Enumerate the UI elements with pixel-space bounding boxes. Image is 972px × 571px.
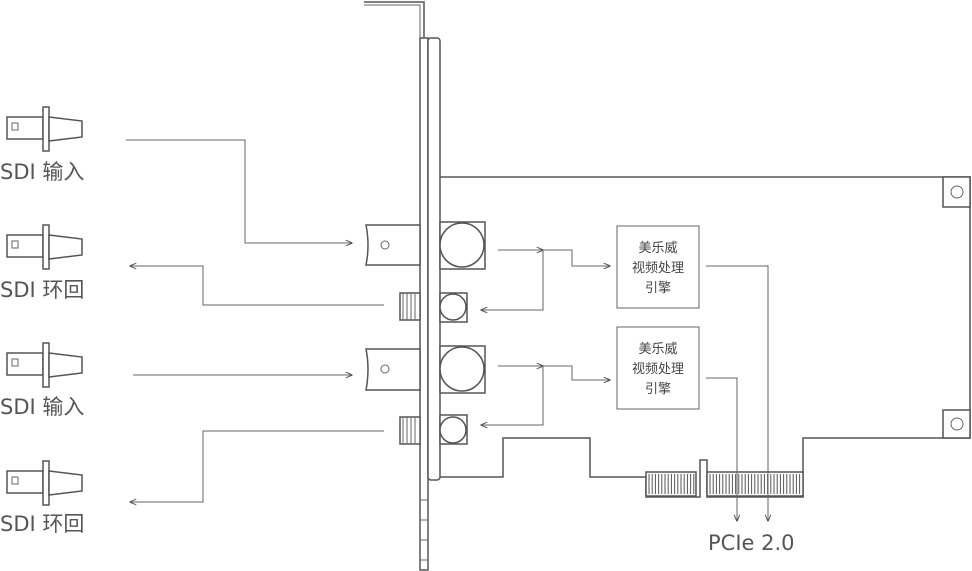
signal-line-loop-1: [130, 266, 384, 306]
bnc-connector-loop-1: [399, 292, 468, 323]
engine-1-line-2: 视频处理: [632, 261, 684, 276]
port-label-4: SDI 环回: [0, 512, 84, 536]
engine-1-line-1: 美乐威: [638, 241, 677, 256]
pcb-board-outline: [440, 176, 971, 498]
engine-1-bus-line: [706, 265, 768, 521]
mounting-bracket: [364, 1, 441, 571]
bnc-connector-input-2: [365, 345, 486, 394]
port-label-3: SDI 输入: [0, 395, 84, 419]
engine-2-line-1: 美乐威: [638, 342, 677, 357]
video-engine-box-1: 美乐威 视频处理 引擎: [616, 225, 700, 309]
mounting-hole-top: [942, 176, 971, 208]
engine-1-line-3: 引擎: [645, 281, 671, 296]
port-label-1: SDI 输入: [0, 160, 84, 184]
mounting-hole-bottom: [942, 409, 971, 439]
engine-2-line-2: 视频处理: [632, 362, 684, 377]
pcie-gold-fingers: [645, 471, 804, 497]
internal-route-2: [481, 366, 610, 425]
bnc-cable-icon-1: [6, 106, 83, 152]
signal-line-input-1: [126, 139, 352, 243]
bnc-connector-input-1: [365, 221, 486, 270]
bnc-cable-icon-4: [6, 460, 83, 506]
port-label-2: SDI 环回: [0, 278, 84, 302]
engine-2-line-3: 引擎: [645, 382, 671, 397]
signal-line-loop-2: [130, 430, 384, 502]
engine-2-bus-line: [706, 377, 737, 521]
pcie-bus-label: PCIe 2.0: [708, 531, 795, 555]
bnc-cable-icon-2: [6, 224, 83, 270]
internal-route-1: [481, 250, 610, 310]
bnc-connector-loop-2: [399, 414, 468, 445]
bnc-cable-icon-3: [6, 342, 83, 388]
video-engine-box-2: 美乐威 视频处理 引擎: [616, 326, 700, 410]
